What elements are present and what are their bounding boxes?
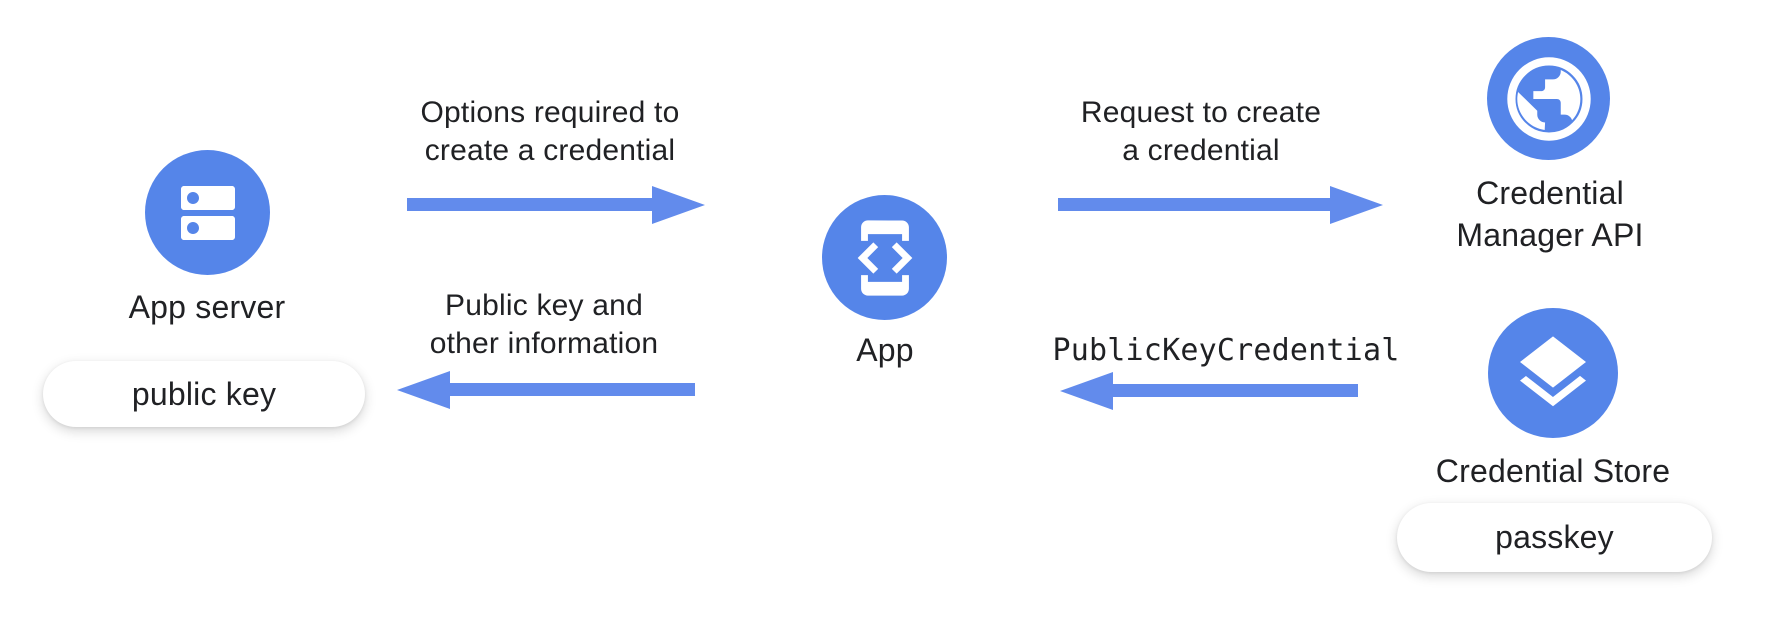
layers-icon (1488, 308, 1618, 438)
arrowhead-left-icon (1060, 372, 1113, 410)
server-icon (145, 150, 270, 275)
server-icon-glyph (180, 185, 235, 240)
arrow-shaft (1058, 198, 1331, 211)
options-required-arrow-label: Options required to create a credential (420, 96, 680, 167)
passkey-pill-label: passkey (1495, 519, 1614, 555)
arrow-shaft (407, 198, 653, 211)
phone-code-icon (822, 195, 947, 320)
arrow-options-required (407, 186, 705, 224)
arrowhead-right-icon (652, 186, 705, 224)
phone-code-icon-glyph (857, 219, 912, 296)
arrow-public-key-info (397, 371, 695, 409)
arrowhead-left-icon (397, 371, 450, 409)
arrowhead-right-icon (1330, 186, 1383, 224)
request-create-arrow-label: Request to create a credential (1080, 96, 1322, 167)
credential-store-label: Credential Store (1435, 453, 1671, 489)
passkey-pill: passkey (1397, 503, 1712, 572)
app-server-label: App server (128, 289, 286, 325)
arrow-publickeycredential (1060, 372, 1358, 410)
credential-manager-api-label: Credential Manager API (1456, 175, 1644, 253)
globe-icon (1487, 37, 1610, 160)
arrow-shaft (1112, 384, 1358, 397)
public-key-pill: public key (43, 361, 365, 427)
globe-icon-glyph (1506, 56, 1591, 141)
arrow-request-create (1058, 186, 1383, 224)
publickeycredential-arrow-label: PublicKeyCredential (1052, 333, 1400, 368)
layers-icon-glyph (1520, 336, 1586, 407)
arrow-shaft (449, 383, 695, 396)
public-key-info-arrow-label: Public key and other information (429, 289, 659, 360)
app-label: App (856, 332, 914, 368)
public-key-pill-label: public key (131, 375, 277, 412)
